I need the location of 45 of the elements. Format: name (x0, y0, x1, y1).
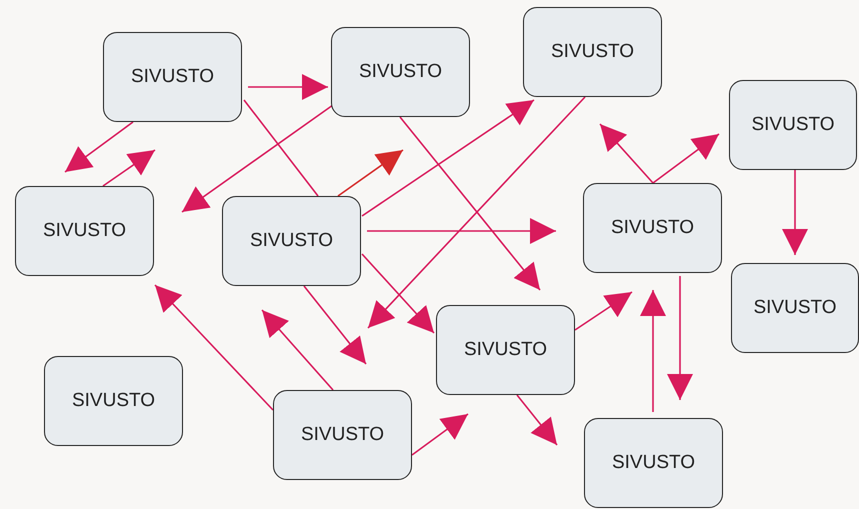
node-label: SIVUSTO (42, 220, 126, 242)
site-box (222, 196, 361, 286)
arrow (248, 74, 328, 100)
arrow (64, 121, 134, 173)
site-box (731, 263, 859, 353)
arrow (782, 170, 808, 255)
node-label: SIVUSTO (550, 41, 634, 63)
arrow (412, 413, 468, 456)
arrow (361, 253, 435, 334)
arrow (640, 290, 666, 412)
node-label: SIVUSTO (612, 452, 696, 474)
site-box (523, 7, 662, 97)
site-box (44, 356, 183, 446)
arrow (599, 123, 654, 184)
site-box (331, 27, 470, 117)
node-label: SIVUSTO (250, 230, 334, 252)
arrow (303, 286, 367, 364)
arrow (154, 284, 274, 411)
node-label: SIVUSTO (300, 424, 384, 446)
site-box (15, 186, 154, 276)
arrow (182, 104, 334, 213)
arrow (574, 291, 632, 331)
arrow (516, 394, 558, 446)
arrow (338, 149, 404, 197)
node-label: SIVUSTO (130, 66, 214, 88)
node-label: SIVUSTO (358, 61, 442, 83)
site-box (436, 305, 575, 395)
node-label: SIVUSTO (464, 339, 548, 361)
node-label: SIVUSTO (753, 297, 837, 319)
site-box (584, 418, 723, 508)
arrow (362, 99, 534, 217)
node-label: SIVUSTO (72, 390, 156, 412)
site-box (729, 80, 857, 170)
arrow (667, 276, 693, 400)
arrow (367, 96, 586, 329)
node-label: SIVUSTO (610, 217, 694, 239)
arrow (102, 149, 156, 187)
node-label: SIVUSTO (751, 114, 835, 136)
site-box (103, 32, 242, 122)
arrow (261, 309, 334, 391)
site-box (583, 183, 722, 273)
site-box (273, 390, 412, 480)
arrow (367, 218, 556, 244)
arrow (652, 133, 720, 184)
arrow (399, 116, 541, 290)
